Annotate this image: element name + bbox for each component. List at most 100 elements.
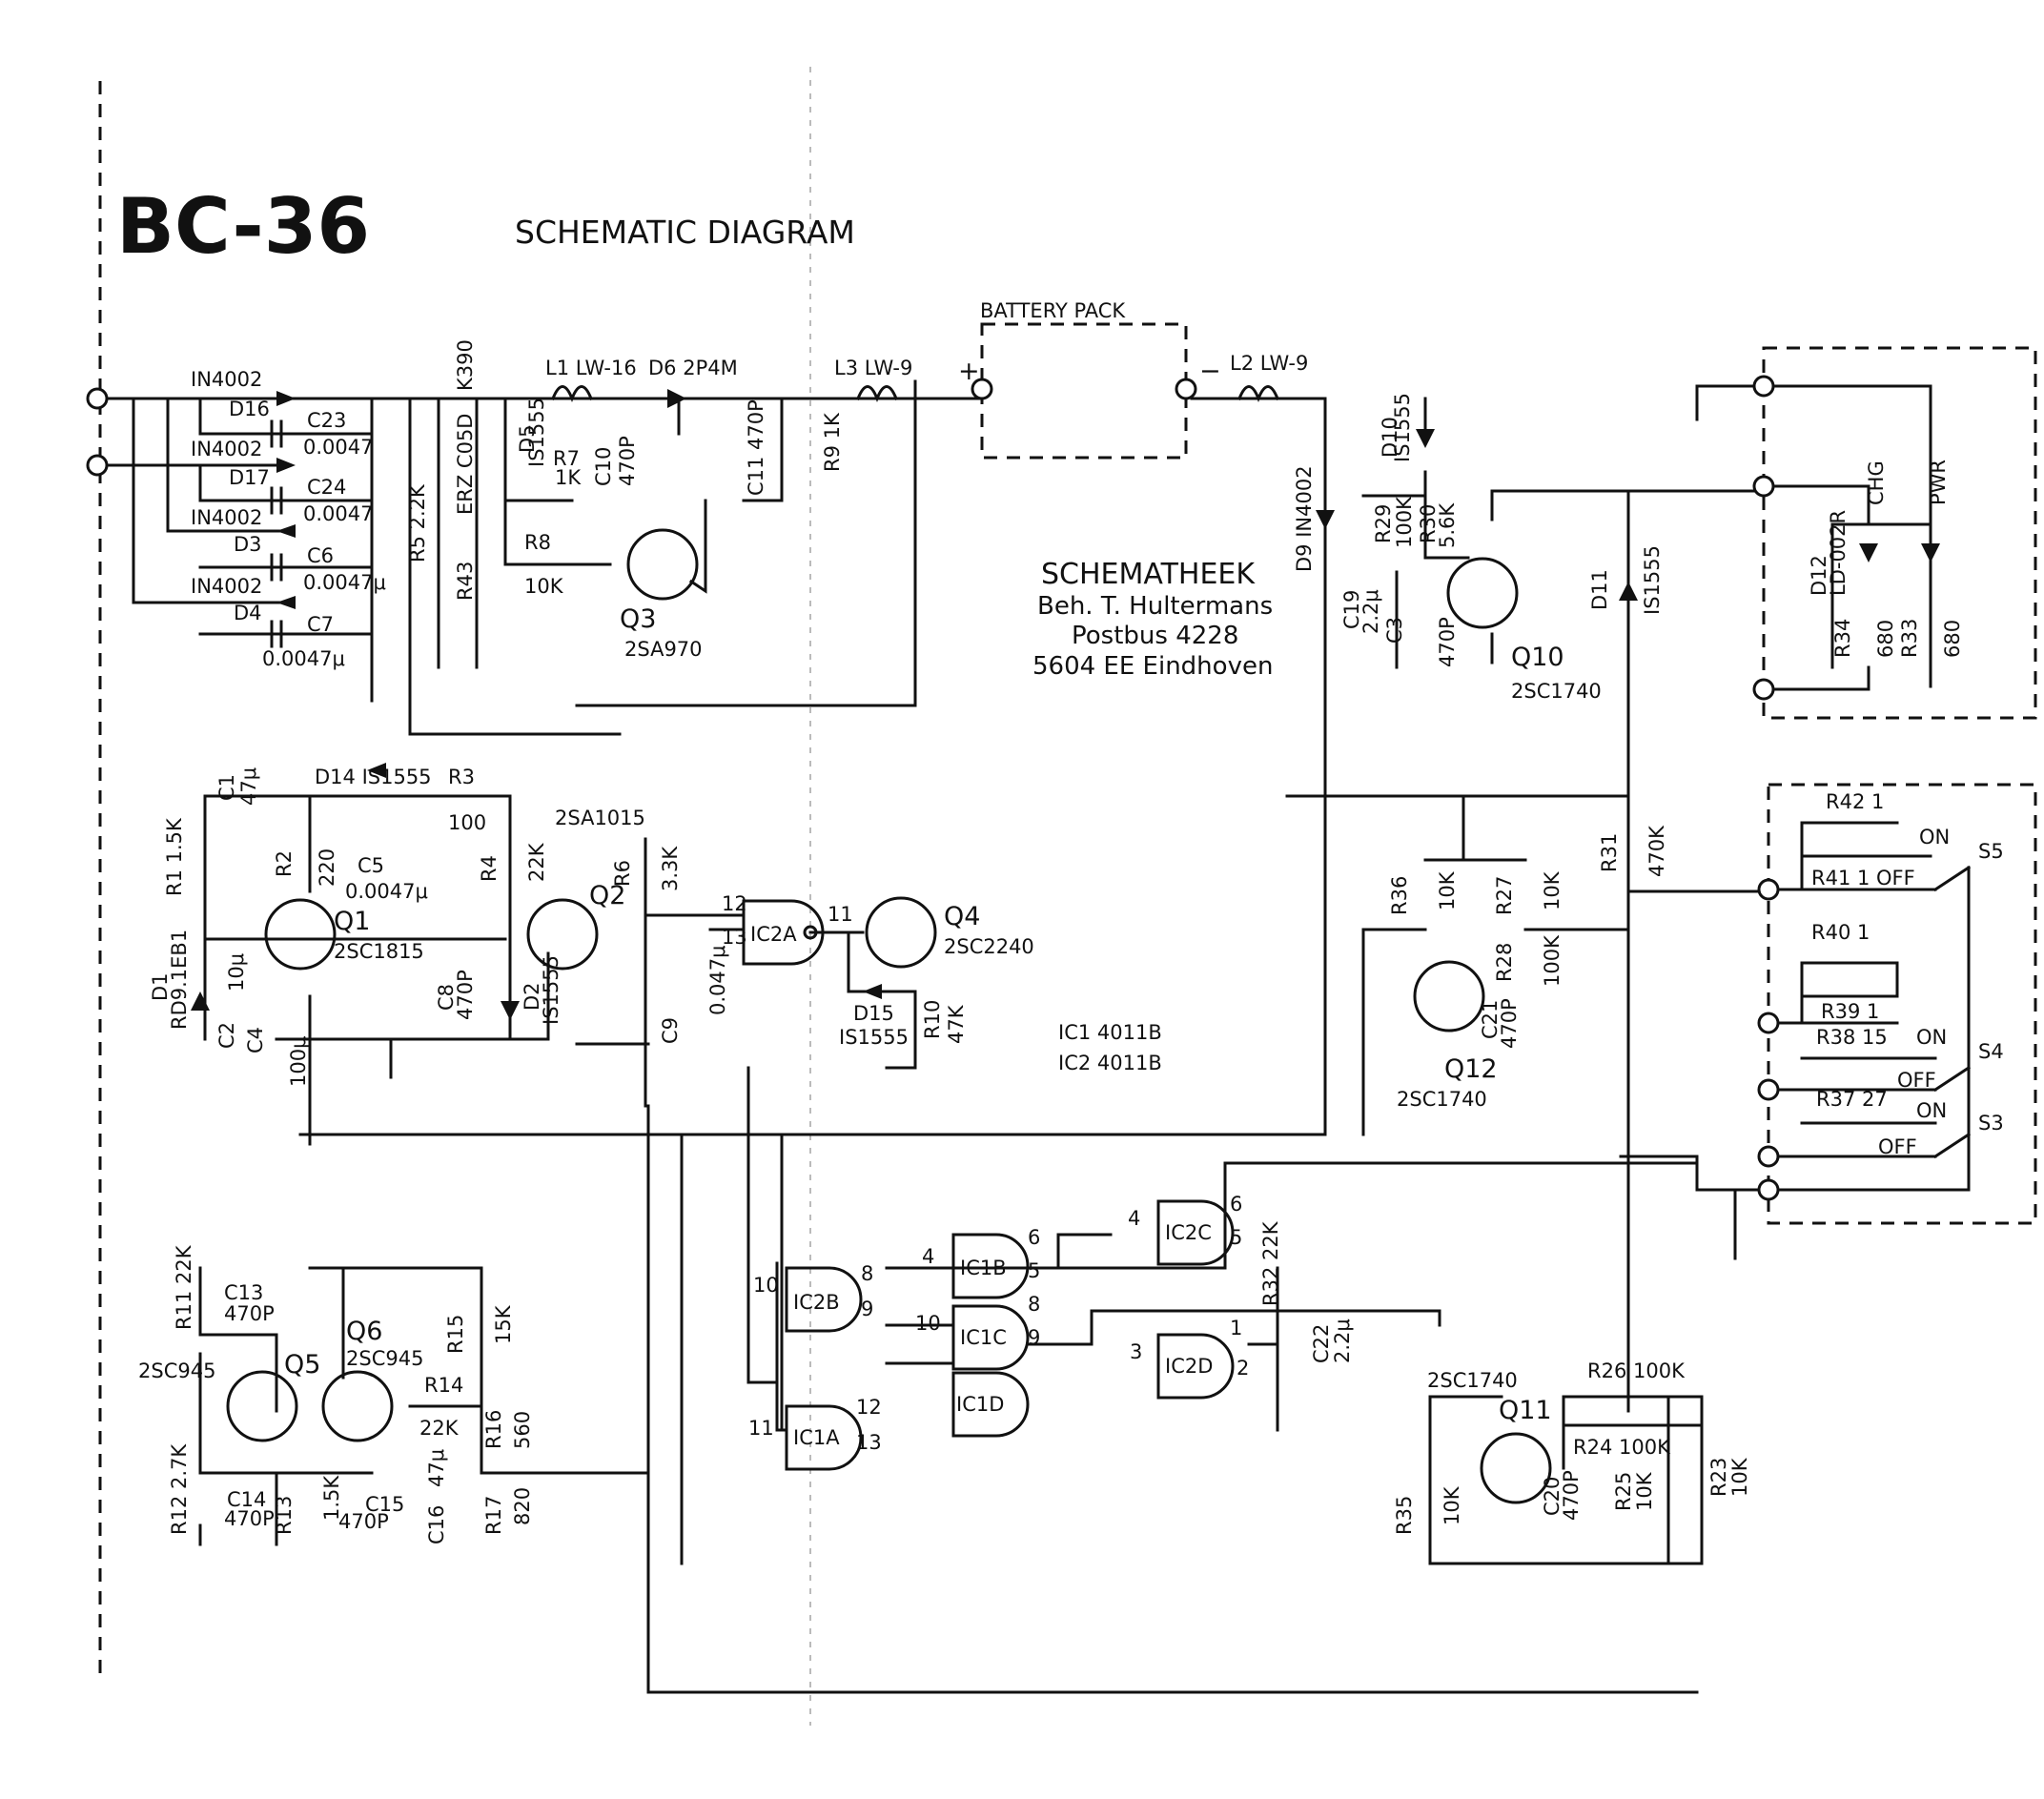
label-r27: R27 [1493, 876, 1516, 915]
gate-ic1c [951, 1304, 1030, 1371]
label-c19-value: 2.2μ [1359, 589, 1382, 634]
label-r7: R7 [553, 447, 580, 470]
label-d10-value: IS1555 [1391, 393, 1414, 462]
battery-pack-label: BATTERY PACK [980, 299, 1126, 322]
gate-ic1a [785, 1404, 863, 1471]
model-title: BC-36 [116, 182, 370, 271]
label-c13-value: 470P [224, 1302, 275, 1325]
label-ic2d: IC2D [1165, 1355, 1213, 1378]
label-c8: C8 [435, 984, 458, 1011]
transistor-q10 [1446, 557, 1519, 629]
label-r30-value: 5.6K [1436, 502, 1459, 548]
switch-pin-5 [1757, 1178, 1780, 1201]
gate-ic2b [785, 1266, 863, 1333]
label-r14-value: 22K [419, 1417, 460, 1440]
label-c16: C16 [425, 1505, 448, 1544]
label-pin-5: 5 [1028, 1259, 1040, 1282]
gate-ic2c [1156, 1199, 1235, 1266]
label-q1: Q1 [334, 907, 370, 936]
leds-d12 [1859, 543, 1940, 562]
label-q12-value: 2SC1740 [1397, 1088, 1487, 1111]
label-r17-value: 820 [511, 1487, 534, 1525]
label-c4-value: 100μ [287, 1036, 310, 1087]
label-q12: Q12 [1444, 1054, 1498, 1084]
label-pin-10b: 10 [915, 1312, 941, 1335]
switch-pin-1 [1757, 878, 1780, 901]
transistor-q5 [226, 1370, 298, 1442]
label-ic1a: IC1A [793, 1426, 840, 1449]
transistor-q6 [321, 1370, 394, 1442]
label-q2-value: 2SA1015 [555, 807, 645, 829]
stamp-line-2: Beh. T. Hultermans [1037, 592, 1273, 621]
transistor-q4 [865, 896, 937, 969]
label-pin-12: 12 [856, 1396, 882, 1419]
diode-d15 [863, 984, 882, 999]
label-pin-13: 13 [856, 1431, 882, 1454]
label-r29-value: 100K [1393, 496, 1416, 548]
label-r32: R32 22K [1259, 1220, 1282, 1306]
input-rectifier-section: IN4002 D16 C23 0.0047 IN4002 D17 C24 0.0… [86, 339, 784, 703]
label-d10: D10 [1379, 417, 1401, 458]
label-ic2a: IC2A [750, 923, 797, 946]
led-board-box [1762, 346, 2037, 720]
label-r40: R40 1 [1811, 921, 1870, 944]
label-in4002-1: IN4002 [191, 368, 262, 391]
label-r27-value: 10K [1541, 870, 1564, 910]
label-ic2b: IC2B [793, 1291, 840, 1314]
label-r15-value: 15K [492, 1304, 515, 1344]
label-s5: S5 [1978, 840, 2004, 863]
label-c14: C14 [227, 1488, 266, 1511]
q5-q6-section: R11 22K C13 470P 2SC945 Q5 Q6 2SC945 R15… [138, 1218, 650, 1546]
label-pin-10: 10 [753, 1274, 779, 1297]
library-stamp: SCHEMATHEEK Beh. T. Hultermans Postbus 4… [1032, 558, 1273, 681]
label-r25-value: 10K [1633, 1471, 1656, 1511]
battery-minus-terminal [1175, 378, 1197, 400]
label-c11: C11 470P [745, 399, 767, 496]
label-l1: L1 LW-16 [545, 357, 637, 379]
diode-d3 [276, 521, 296, 541]
label-q6-value: 2SC945 [346, 1347, 423, 1370]
diode-d6 [667, 387, 686, 410]
label-in4002-3: IN4002 [191, 506, 262, 529]
label-c21-value: 470P [1498, 998, 1521, 1049]
label-c1-value: 47μ [237, 767, 260, 806]
label-r8-value: 10K [524, 575, 564, 598]
label-c13: C13 [224, 1281, 263, 1304]
gate-ic2d [1156, 1333, 1235, 1400]
label-d14: D14 IS1555 [315, 766, 432, 788]
diode-d17 [276, 456, 296, 475]
battery-minus-label: − [1199, 357, 1221, 386]
label-c3: C3 [1383, 617, 1406, 644]
label-r29: R29 [1372, 504, 1395, 543]
label-c23: C23 [307, 409, 346, 432]
label-r1: R1 1.5K [163, 817, 186, 896]
label-r41: R41 1 OFF [1811, 867, 1915, 889]
label-c14-value: 470P [224, 1507, 275, 1530]
diagram-subtitle: SCHEMATIC DIAGRAM [515, 214, 855, 251]
label-c24-value: 0.0047 [303, 502, 373, 525]
label-q5-value: 2SC945 [138, 1359, 215, 1382]
q12-section: R36 10K R27 10K R28 100K C21 470P Q12 2S… [1285, 794, 1761, 1413]
label-pwr: PWR [1927, 460, 1950, 505]
label-r6: R6 [611, 860, 634, 887]
label-l2: L2 LW-9 [1230, 352, 1308, 375]
label-r15: R15 [444, 1315, 467, 1354]
label-r43: R43 [454, 562, 477, 601]
label-r34-value: 680 [1874, 620, 1897, 658]
label-r10: R10 [921, 1000, 944, 1039]
label-r6-value: 3.3K [659, 846, 682, 891]
label-c22: C22 [1310, 1324, 1333, 1363]
label-pin-13a: 13 [722, 926, 747, 949]
ic2-note: IC2 4011B [1058, 1052, 1162, 1074]
label-q3: Q3 [620, 604, 656, 634]
label-c20: C20 [1541, 1477, 1564, 1516]
label-r23: R23 [1707, 1458, 1730, 1497]
label-r36-value: 10K [1436, 870, 1459, 910]
q1-q2-section: C1 47μ D14 IS1555 R3 100 R1 1.5K R2 220 … [149, 665, 746, 1146]
label-ic2c: IC2C [1165, 1221, 1212, 1244]
label-r35-value: 10K [1441, 1485, 1463, 1525]
label-ic1d: IC1D [956, 1393, 1004, 1416]
label-q4-value: 2SC2240 [944, 935, 1034, 958]
label-c4: C4 [244, 1027, 267, 1053]
gate-ic2a [742, 899, 825, 966]
